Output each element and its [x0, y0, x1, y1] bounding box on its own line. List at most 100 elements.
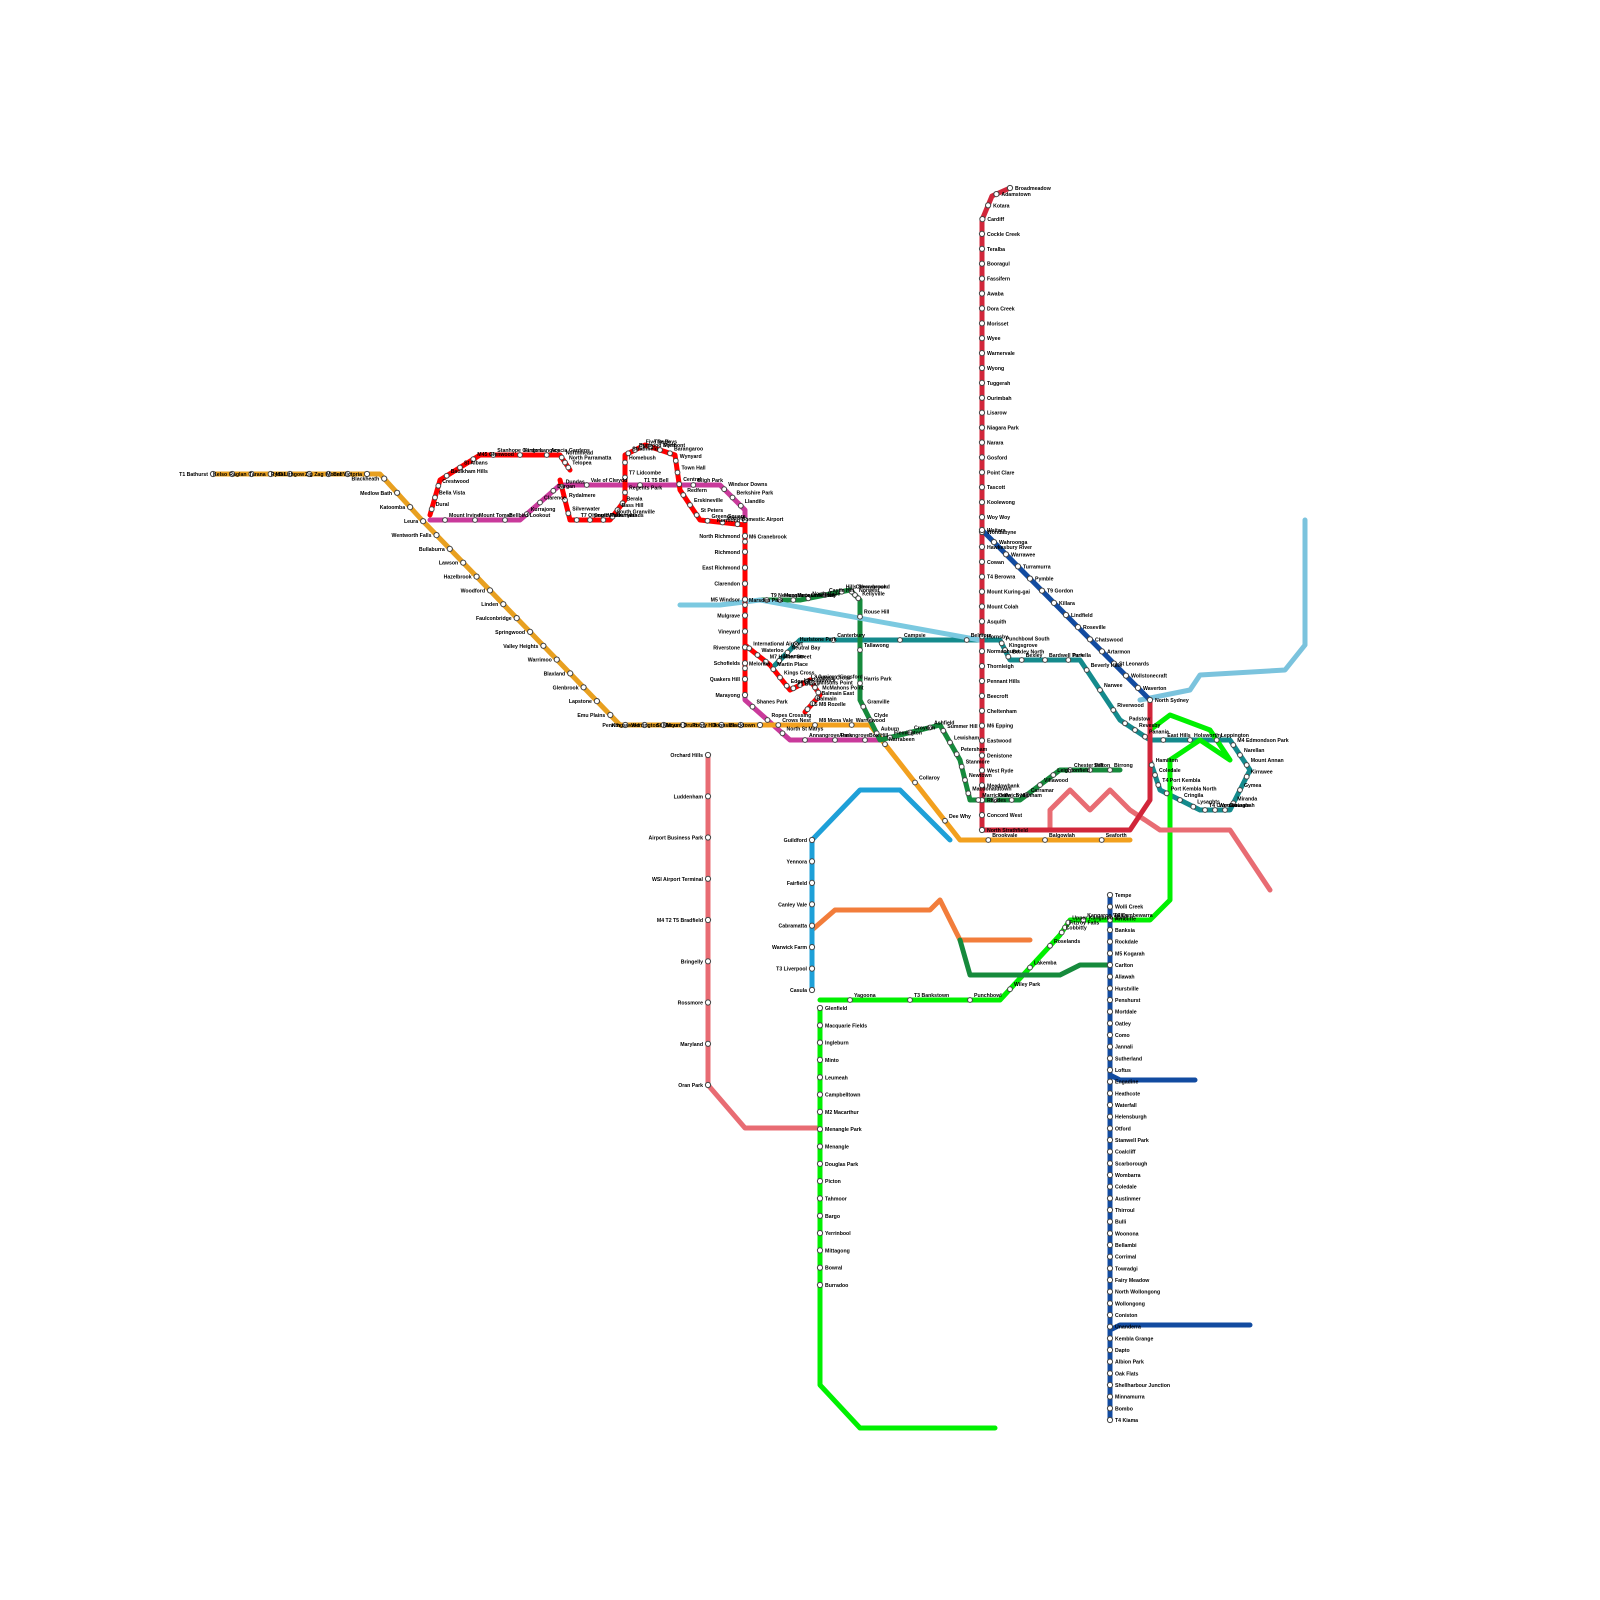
station-marker[interactable] — [741, 612, 749, 619]
station-marker[interactable] — [777, 674, 783, 681]
station-marker[interactable] — [553, 656, 560, 663]
station-marker[interactable] — [420, 518, 427, 525]
station-marker[interactable] — [679, 721, 687, 729]
station-marker[interactable] — [978, 677, 986, 685]
station-marker[interactable] — [1018, 657, 1025, 663]
station-marker[interactable] — [460, 559, 467, 566]
station-marker[interactable] — [808, 858, 816, 865]
station-marker[interactable] — [721, 486, 728, 493]
station-marker[interactable] — [473, 573, 480, 580]
station-marker[interactable] — [816, 1074, 824, 1081]
station-marker[interactable] — [1202, 807, 1208, 813]
station-marker[interactable] — [470, 456, 477, 463]
station-marker[interactable] — [580, 684, 587, 691]
station-marker[interactable] — [808, 836, 816, 844]
station-marker[interactable] — [816, 1195, 824, 1202]
station-marker[interactable] — [502, 517, 508, 523]
station-marker[interactable] — [965, 790, 972, 797]
station-marker[interactable] — [1155, 782, 1162, 788]
station-marker[interactable] — [622, 474, 628, 481]
station-marker[interactable] — [1160, 737, 1167, 743]
station-marker[interactable] — [993, 191, 1000, 198]
station-marker[interactable] — [756, 721, 764, 729]
station-marker[interactable] — [816, 1091, 824, 1098]
station-marker[interactable] — [816, 1126, 824, 1133]
station-marker[interactable] — [978, 364, 986, 372]
station-marker[interactable] — [622, 489, 628, 496]
station-marker[interactable] — [637, 482, 643, 488]
station-marker[interactable] — [784, 649, 791, 656]
station-marker[interactable] — [816, 1247, 824, 1254]
station-marker[interactable] — [978, 260, 986, 267]
station-marker[interactable] — [704, 875, 712, 882]
station-marker[interactable] — [558, 483, 565, 490]
station-marker[interactable] — [777, 597, 783, 603]
station-marker[interactable] — [1106, 926, 1114, 934]
station-marker[interactable] — [978, 439, 986, 446]
station-marker[interactable] — [978, 543, 986, 551]
station-marker[interactable] — [667, 450, 673, 457]
station-marker[interactable] — [1106, 950, 1114, 957]
station-marker[interactable] — [812, 684, 818, 691]
station-marker[interactable] — [832, 737, 838, 743]
station-marker[interactable] — [550, 487, 557, 494]
station-marker[interactable] — [978, 707, 986, 714]
station-marker[interactable] — [1237, 752, 1243, 758]
station-marker[interactable] — [1002, 551, 1010, 558]
station-marker[interactable] — [762, 658, 769, 665]
station-marker[interactable] — [1026, 575, 1034, 582]
station-marker[interactable] — [1106, 1323, 1114, 1330]
station-marker[interactable] — [978, 633, 986, 640]
station-marker[interactable] — [693, 512, 700, 518]
station-marker[interactable] — [600, 517, 607, 523]
station-marker[interactable] — [1106, 1206, 1114, 1214]
station-marker[interactable] — [500, 601, 507, 608]
station-marker[interactable] — [1106, 1055, 1114, 1062]
station-marker[interactable] — [746, 645, 753, 652]
station-marker[interactable] — [573, 517, 580, 523]
station-marker[interactable] — [381, 475, 388, 482]
station-marker[interactable] — [764, 717, 771, 723]
station-marker[interactable] — [816, 1143, 824, 1150]
station-marker[interactable] — [1065, 919, 1072, 926]
station-marker[interactable] — [816, 1160, 824, 1167]
station-marker[interactable] — [660, 721, 667, 729]
station-marker[interactable] — [855, 595, 862, 602]
station-marker[interactable] — [897, 637, 903, 643]
station-marker[interactable] — [565, 510, 572, 517]
station-marker[interactable] — [1098, 648, 1106, 655]
station-marker[interactable] — [978, 737, 986, 744]
station-marker[interactable] — [1106, 1381, 1114, 1389]
station-marker[interactable] — [1027, 964, 1033, 971]
station-marker[interactable] — [979, 216, 986, 223]
station-marker[interactable] — [435, 482, 442, 489]
station-marker[interactable] — [857, 613, 863, 620]
station-marker[interactable] — [704, 916, 712, 924]
station-marker[interactable] — [229, 470, 236, 478]
station-marker[interactable] — [978, 499, 986, 506]
station-marker[interactable] — [1106, 1241, 1114, 1249]
station-marker[interactable] — [1222, 807, 1228, 813]
station-marker[interactable] — [808, 965, 816, 972]
station-marker[interactable] — [907, 729, 913, 736]
station-marker[interactable] — [873, 730, 880, 737]
station-marker[interactable] — [625, 450, 632, 457]
station-marker[interactable] — [729, 494, 736, 501]
station-marker[interactable] — [816, 1230, 824, 1237]
station-marker[interactable] — [978, 767, 986, 774]
station-marker[interactable] — [325, 470, 332, 478]
station-marker[interactable] — [1106, 1148, 1114, 1155]
station-marker[interactable] — [1014, 563, 1022, 570]
station-marker[interactable] — [812, 722, 818, 728]
station-marker[interactable] — [816, 1039, 824, 1046]
station-marker[interactable] — [815, 689, 822, 696]
station-marker[interactable] — [1122, 720, 1128, 727]
station-marker[interactable] — [1230, 742, 1237, 748]
station-marker[interactable] — [704, 793, 712, 800]
station-marker[interactable] — [816, 1108, 824, 1116]
station-marker[interactable] — [1106, 1183, 1114, 1190]
station-marker[interactable] — [830, 637, 837, 643]
station-marker[interactable] — [978, 275, 986, 282]
station-marker[interactable] — [540, 642, 547, 649]
station-marker[interactable] — [852, 592, 858, 598]
